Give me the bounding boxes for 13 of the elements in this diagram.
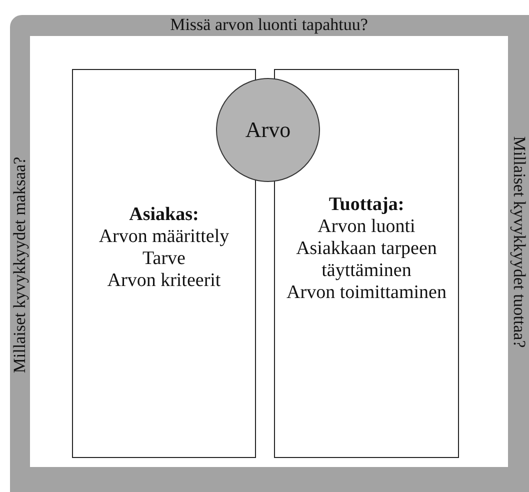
panel-item: Arvon kriteerit [107,270,221,292]
frame-heading: Missä arvon luonti tapahtuu? [170,15,368,35]
panel-item: Arvon määrittely [98,226,230,248]
frame-band [10,15,529,492]
panel-item: Asiakkaan tarpeen täyttäminen [295,238,438,282]
circle-label: Arvo [245,117,291,143]
panel-item: Arvon luonti [318,216,416,238]
panel-item: Arvon toimittaminen [286,282,446,304]
panel-item: Tarve [142,248,186,270]
panel-heading: Asiakas: [129,204,199,226]
frame-side-label: Millaiset kyvykkyydet tuottaa? [508,136,528,348]
frame-side-label: Millaiset kyvykkyydet maksaa? [10,156,30,374]
panel-heading: Tuottaja: [328,194,404,216]
